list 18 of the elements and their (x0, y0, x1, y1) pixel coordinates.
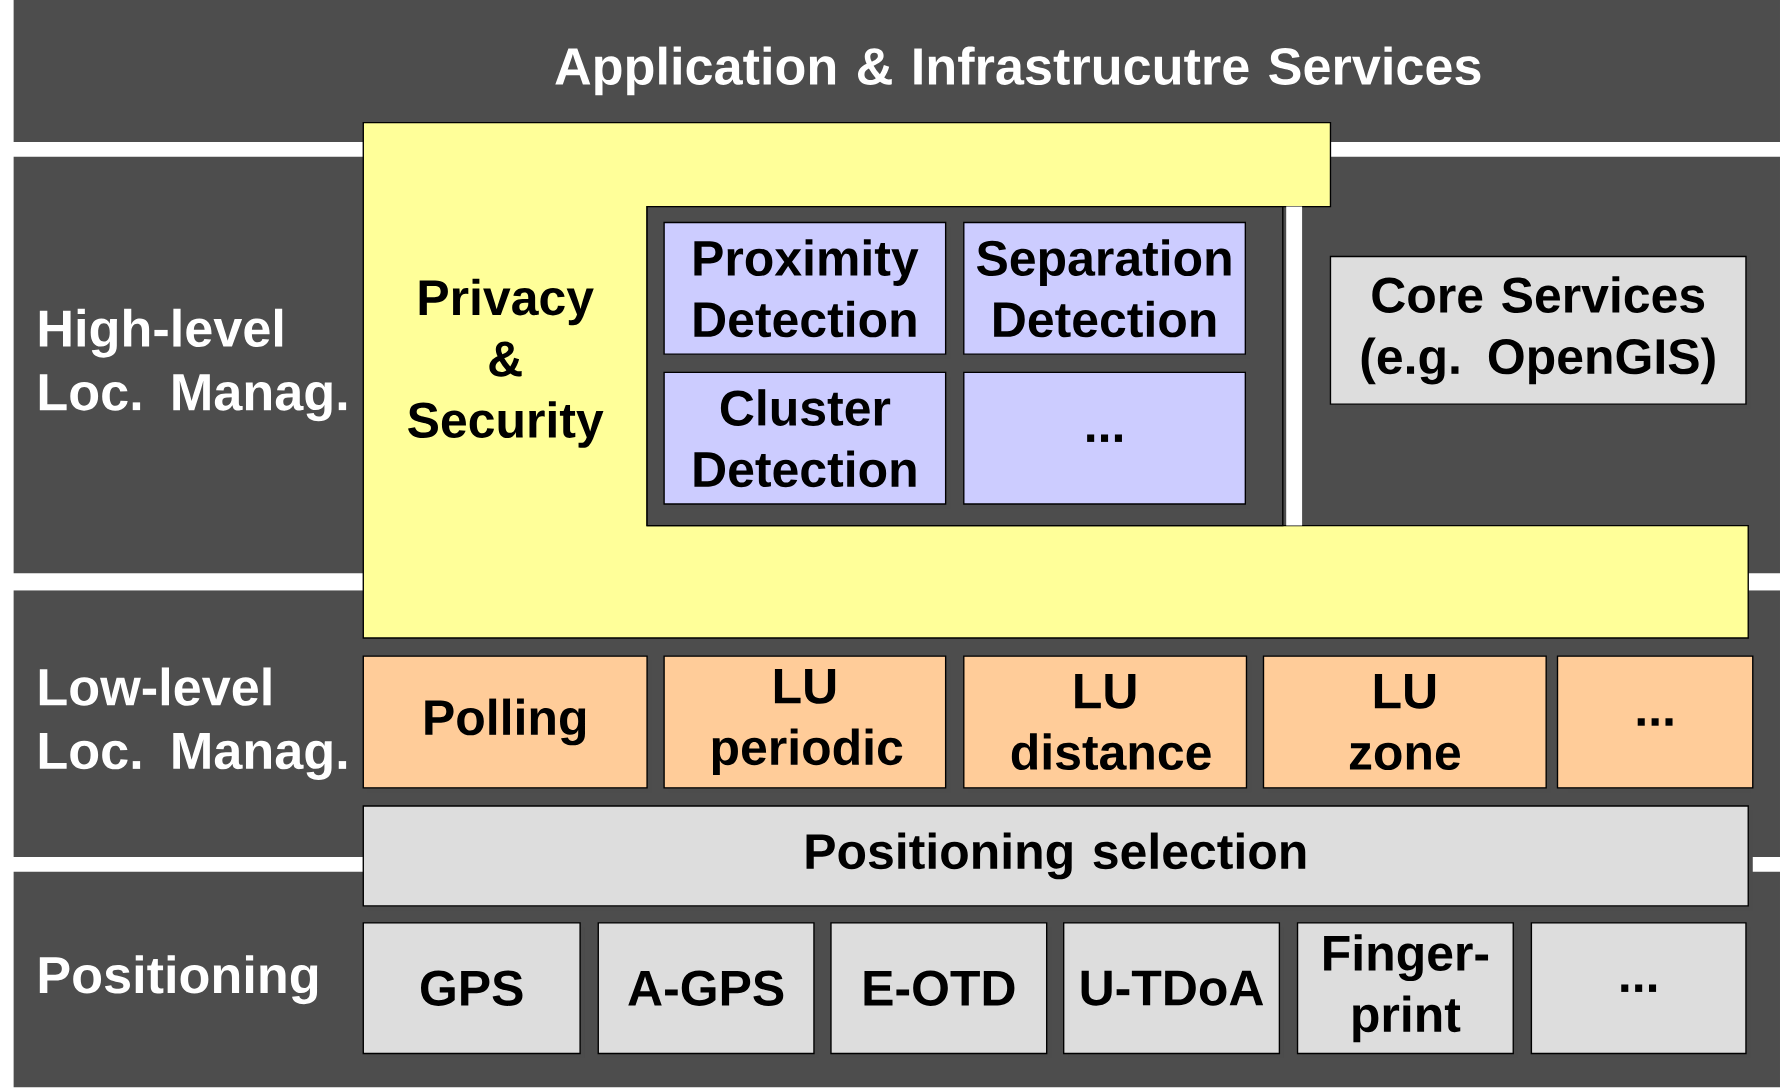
update-box: LU periodic (663, 655, 951, 793)
update-box: ... (1556, 655, 1754, 793)
detection-box: Separation Detection (963, 222, 1250, 359)
layer-band: Application & Infrastrucutre Services (13, 0, 1780, 143)
service-box: ... (1530, 922, 1751, 1059)
detection-box: Cluster Detection (663, 371, 951, 509)
service-box: Finger-print (1296, 922, 1518, 1059)
service-box: Positioning selection (362, 805, 1753, 911)
update-box: Polling (362, 655, 652, 793)
service-box: GPS (362, 922, 585, 1059)
detection-box: Proximity Detection (663, 222, 951, 359)
service-box: U-TDoA (1063, 922, 1284, 1059)
service-box: E-OTD (830, 922, 1052, 1059)
service-box: Core Services (e.g. OpenGIS) (1329, 256, 1751, 409)
detection-box: ... (963, 371, 1250, 509)
service-box: A-GPS (597, 922, 819, 1059)
update-box: LU distance (963, 655, 1251, 793)
update-box: LU zone (1262, 655, 1551, 793)
